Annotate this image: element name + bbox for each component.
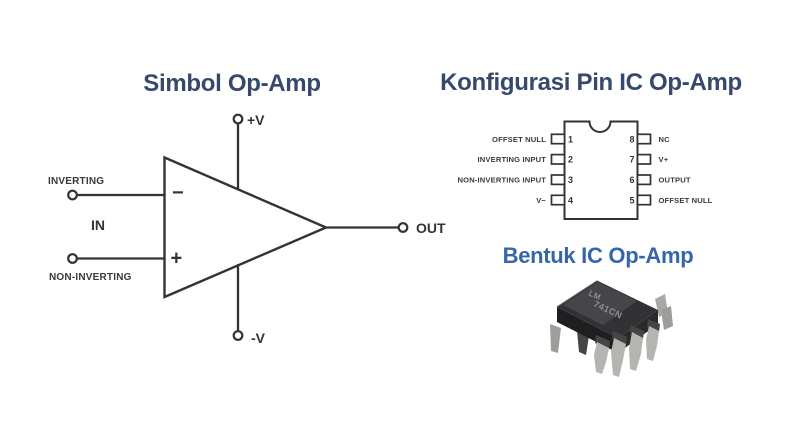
non-inverting-terminal-node: [67, 253, 78, 264]
chip-top-sheen: [563, 282, 637, 325]
chip-pin-front-4-shoulder: [647, 319, 660, 332]
chip-top-edge-highlight: [556, 280, 598, 308]
chip-pin-front-1-shoulder: [595, 335, 610, 349]
chip-pin-front-3: [629, 332, 643, 371]
pin-8-number: 8: [629, 134, 634, 144]
ic-package-photo: LM 741CN: [550, 280, 673, 377]
pin-config-title: Konfigurasi Pin IC Op-Amp: [440, 69, 742, 96]
chip-top-face: [557, 280, 658, 338]
pin-3-lead: [550, 174, 566, 186]
non-inverting-label: NON-INVERTING: [49, 272, 132, 283]
pin-1-number: 1: [568, 134, 573, 144]
inverting-terminal-node: [67, 189, 78, 201]
dip8-body-outline: [563, 120, 639, 220]
output-label: OUT: [416, 220, 446, 236]
output-terminal-node: [397, 222, 409, 233]
positive-supply-label: +V: [247, 112, 265, 128]
pin-5-lead: [636, 194, 652, 206]
pin-1-lead: [550, 133, 566, 145]
pin-7-lead: [636, 153, 652, 165]
chip-pin-front-2-shoulder: [612, 331, 627, 345]
pin-3-number: 3: [568, 175, 573, 185]
chip-pin-left: [550, 324, 561, 353]
chip-pin-front-4: [646, 326, 659, 361]
chip-pin-back-2: [661, 306, 673, 330]
pin-4-lead: [550, 194, 566, 206]
pin-7-number: 7: [629, 155, 634, 165]
pin-5-label: OFFSET NULL: [659, 196, 713, 205]
pin-5-number: 5: [629, 195, 634, 205]
pin-8-lead: [636, 133, 652, 145]
positive-supply-node: [232, 113, 244, 125]
chip-pin-front-1: [594, 342, 609, 374]
pin-8-label: NC: [659, 135, 671, 144]
pin-4-number: 4: [568, 195, 573, 205]
pin-6-number: 6: [629, 175, 634, 185]
pin-6-lead: [636, 174, 652, 186]
opamp-triangle: [163, 155, 330, 299]
negative-supply-label: -V: [251, 330, 266, 346]
chip-pin-front-2: [611, 338, 626, 377]
non-inverting-plus-sign: +: [171, 248, 183, 270]
pin-4-label: V−: [536, 196, 546, 205]
opamp-symbol-title: Simbol Op-Amp: [143, 70, 321, 97]
negative-supply-node: [232, 330, 244, 341]
pin-1-label: OFFSET NULL: [492, 135, 546, 144]
pin-config-diagram: 1 2 3 4 8 7 6 5 OFFSET NULL INVERTING IN…: [458, 120, 713, 220]
chip-pin-front-3-shoulder: [630, 325, 644, 339]
pin-2-number: 2: [568, 155, 573, 165]
input-group-label: IN: [91, 217, 105, 233]
pin-2-label: INVERTING INPUT: [478, 155, 547, 164]
pin-6-label: OUTPUT: [659, 176, 691, 185]
chip-pin-shadowed: [577, 331, 589, 355]
pin-2-lead: [550, 153, 566, 165]
pin-7-label: V+: [659, 155, 669, 164]
opamp-symbol-diagram: +V -V INVERTING NON-INVERTING IN OUT − +: [48, 112, 446, 346]
pin-3-label: NON-INVERTING INPUT: [458, 176, 547, 185]
inverting-label: INVERTING: [48, 176, 104, 187]
ic-package-title: Bentuk IC Op-Amp: [502, 243, 694, 268]
inverting-minus-sign: −: [172, 182, 184, 204]
